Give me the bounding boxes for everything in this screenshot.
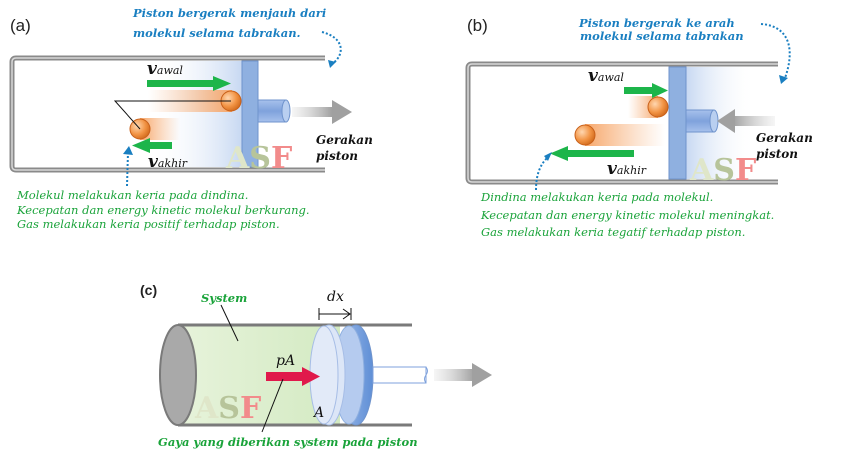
molecule-leader-line-a (113, 100, 231, 130)
watermark-a: ASF (225, 141, 292, 176)
panel-label-c: (c) (140, 282, 157, 298)
bottom-note-b-line2: Kecepatan dan energy kinetic molekul men… (480, 208, 774, 222)
note-arrowhead-a (328, 60, 336, 68)
cylinder-end-cap (159, 324, 197, 426)
caption-c: Gaya yang diberikan system pada piston (158, 435, 418, 449)
v-final-label-b: vakhir (607, 159, 647, 179)
v-final-label-a: vakhir (148, 152, 188, 172)
panel-a: (a) Piston bergerak menjauh dari molekul… (9, 6, 373, 231)
v-initial-label-b: vawal (588, 66, 624, 86)
caption-leader-line (261, 378, 284, 433)
piston-motion-arrow-a (292, 107, 332, 117)
watermark-c: ASF (194, 391, 261, 426)
bottom-note-b-line3: Gas melakukan keria tegatif terhadap pis… (481, 225, 745, 239)
bottom-note-a-line2: Kecepatan dan energy kinetic molekul ber… (16, 203, 310, 217)
top-note-b-line1: Piston bergerak ke arah (578, 16, 735, 30)
panel-c: (c) dx System pA A ASF Gaya yang diber (140, 282, 492, 449)
molecule-before-b (647, 96, 669, 118)
v-initial-label-a: vawal (147, 59, 183, 79)
panel-b: (b) Piston bergerak ke arah molekul sela… (465, 16, 813, 239)
v-initial-arrow-b (624, 87, 654, 94)
piston-head-b (668, 66, 687, 180)
top-note-b-line2: molekul selama tabrakan (580, 29, 744, 43)
motion-label-a-line2: piston (316, 149, 358, 163)
top-note-a-line1: Piston bergerak menjauh dari (132, 6, 326, 20)
v-final-arrow-a (148, 142, 172, 149)
system-label: System (201, 291, 247, 305)
piston-motion-arrow-c (434, 369, 474, 381)
system-leader-line (220, 304, 239, 342)
top-note-a-line2: molekul selama tabrakan. (133, 26, 301, 40)
dx-label: dx (327, 289, 344, 305)
v-final-arrow-b (566, 150, 634, 157)
panel-label-b: (b) (467, 16, 488, 35)
bottom-note-a-line3: Gas melakukan keria positif terhadap pis… (17, 217, 280, 231)
piston-rod-c (372, 366, 427, 384)
v-initial-arrow-a (147, 80, 215, 87)
note-pointer-b (760, 23, 791, 79)
note-pointer-a (321, 31, 342, 65)
bottom-note-pointer-b (535, 157, 548, 191)
bottom-note-a-line1: Molekul melakukan keria pada dindina. (16, 188, 248, 202)
motion-label-b-line2: piston (756, 147, 798, 161)
watermark-b: ASF (689, 153, 756, 188)
molecule-after-b (574, 124, 596, 146)
motion-label-a-line1: Gerakan (316, 133, 373, 147)
bottom-note-b-line1: Dindina melakukan keria pada molekul. (480, 190, 713, 204)
force-arrow-pA (266, 372, 306, 381)
gas-region-a (150, 61, 242, 167)
panel-label-a: (a) (10, 16, 31, 35)
system-gas-region (178, 325, 340, 425)
force-label-pA: pA (276, 353, 295, 369)
area-label-A: A (312, 405, 324, 421)
motion-label-b-line1: Gerakan (756, 131, 813, 145)
piston-motion-arrow-b (733, 116, 775, 126)
bottom-note-pointer-a (126, 151, 129, 187)
